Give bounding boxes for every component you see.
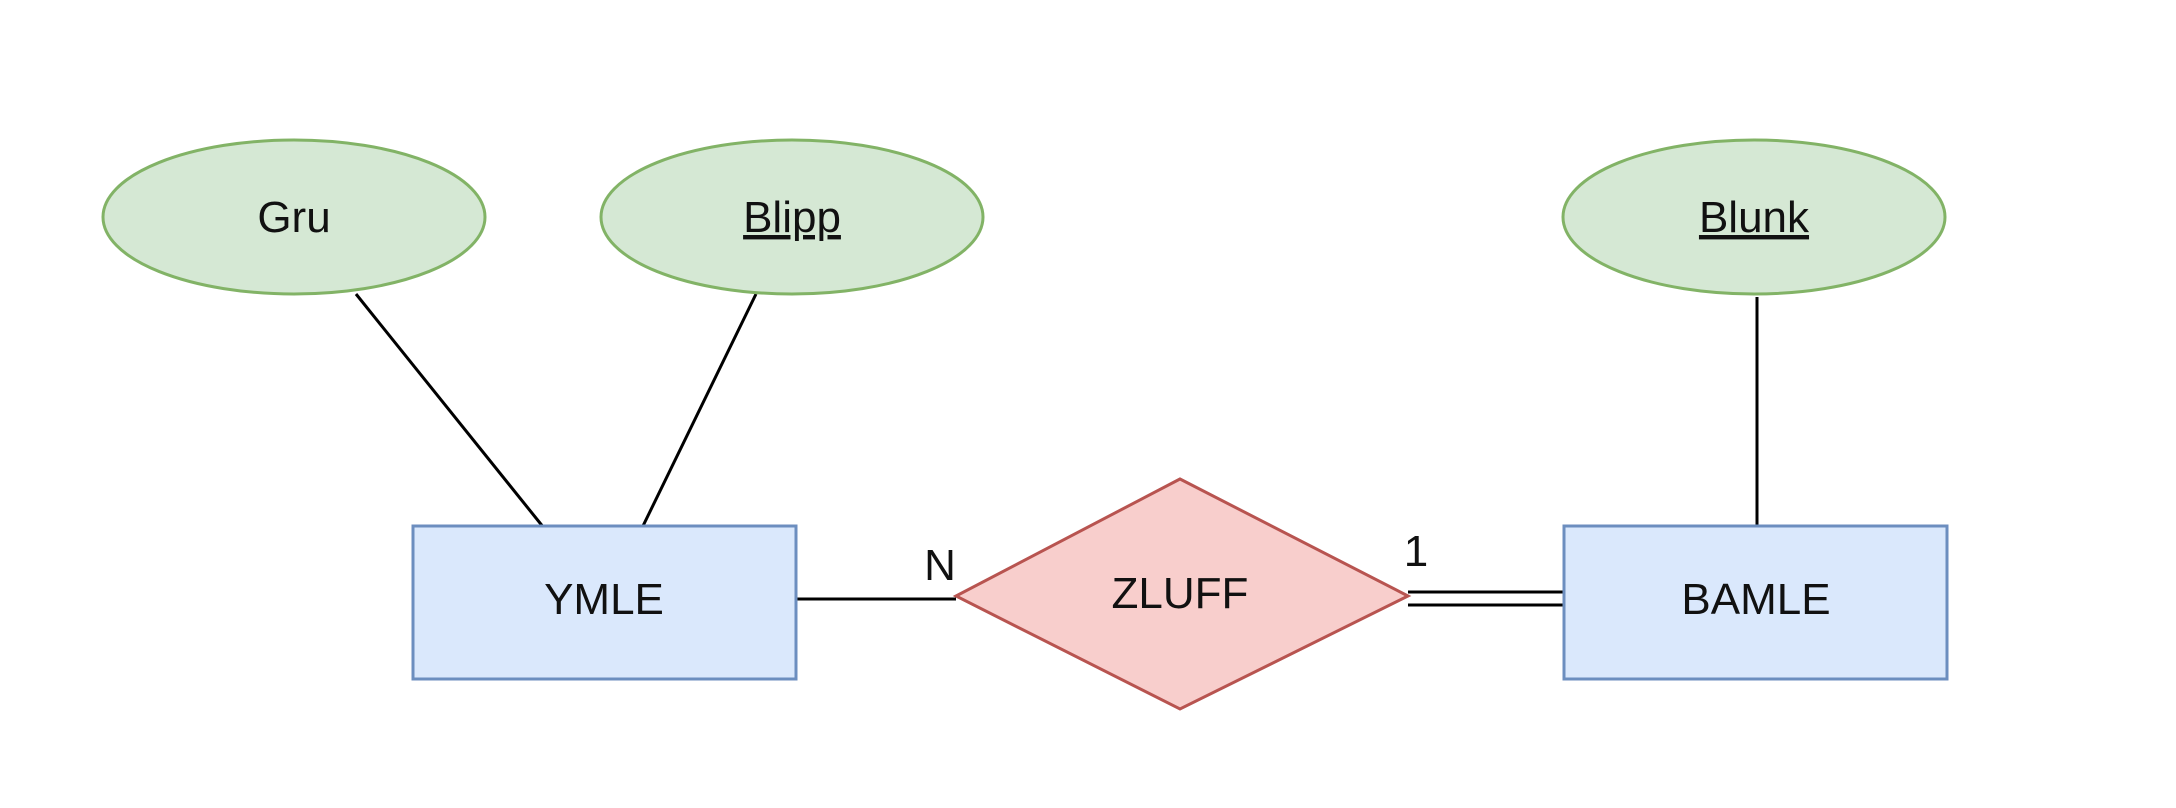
attribute-blipp-label: Blipp <box>743 193 841 242</box>
entity-bamle: BAMLE <box>1562 524 1949 681</box>
relationship-zluff-label: ZLUFF <box>1112 569 1249 618</box>
attribute-gru: Gru <box>101 138 487 296</box>
attribute-blunk-label: Blunk <box>1699 193 1810 242</box>
zluff-to-bamle-double-line <box>1408 590 1564 607</box>
cardinality-label-ymle: N <box>924 541 956 590</box>
gru-to-ymle-line <box>354 293 546 529</box>
blipp-to-ymle-line <box>640 293 758 529</box>
attribute-gru-label: Gru <box>257 193 330 242</box>
attribute-blipp: Blipp <box>599 138 985 296</box>
entity-ymle-label: YMLE <box>544 575 664 624</box>
cardinality-label-bamle: 1 <box>1404 527 1428 576</box>
entity-ymle: YMLE <box>411 524 798 681</box>
relationship-zluff: ZLUFF <box>952 477 1412 711</box>
attribute-blunk: Blunk <box>1561 138 1947 296</box>
entity-bamle-label: BAMLE <box>1681 575 1830 624</box>
